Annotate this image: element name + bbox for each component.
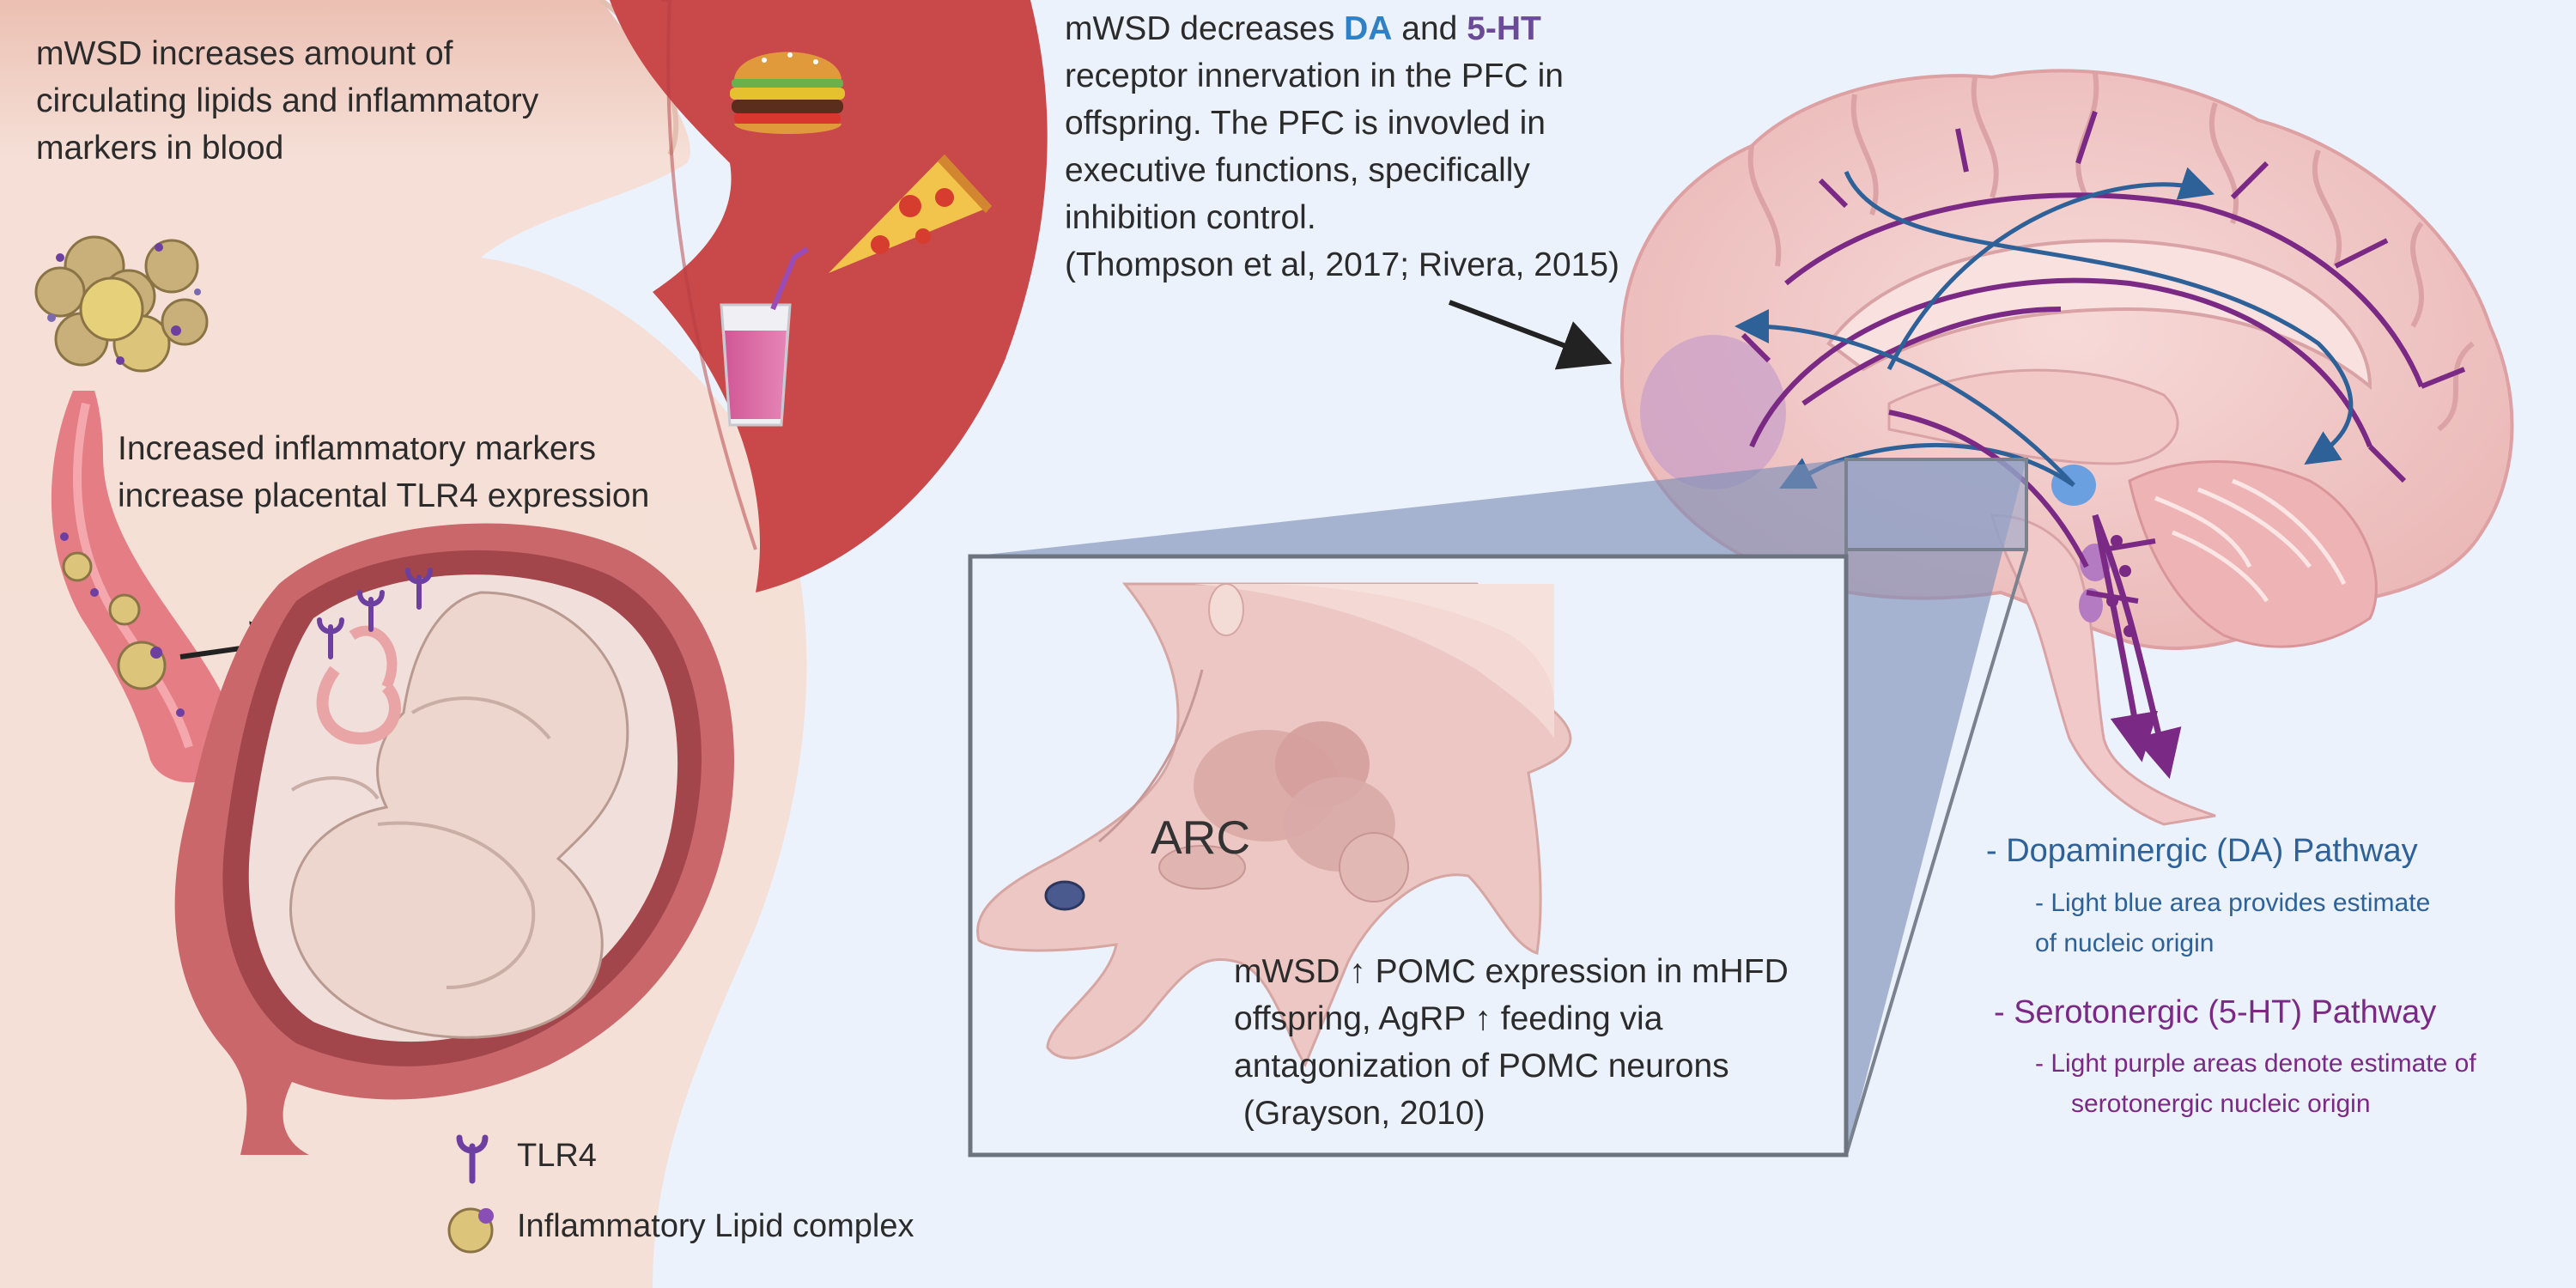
pomc-text: mWSD ↑ POMC expression in mHFD offspring… bbox=[1234, 953, 1789, 1132]
blood-vessel bbox=[51, 391, 235, 783]
placenta-tlr4-text: Increased inflammatory markers increase … bbox=[118, 430, 650, 514]
food-area bbox=[610, 0, 1048, 592]
lipid-cluster-icon bbox=[34, 235, 209, 373]
pfc-arrow bbox=[1448, 300, 1613, 370]
ht-pathway-desc: - Light purple areas denote estimate of … bbox=[2035, 1049, 2476, 1118]
legend-lipid-label: Inflammatory Lipid complex bbox=[517, 1208, 914, 1244]
arc-label: ARC bbox=[1151, 811, 1251, 864]
lipid-complex-icon bbox=[447, 1207, 494, 1254]
blood-lipids-text: mWSD increases amount of circulating lip… bbox=[36, 35, 539, 167]
fetus bbox=[289, 591, 629, 1039]
ht-pathway-title: - Serotonergic (5-HT) Pathway bbox=[1994, 994, 2437, 1030]
da-pathway-title: - Dopaminergic (DA) Pathway bbox=[1986, 833, 2418, 869]
pfc-text-line1: mWSD decreases DA and 5-HT bbox=[1065, 10, 1541, 47]
arc-nucleus-marker bbox=[1044, 880, 1085, 911]
legend-tlr4-label: TLR4 bbox=[517, 1138, 597, 1174]
legend-tlr4-icon bbox=[456, 1134, 489, 1184]
da-pathway-desc: - Light blue area provides estimate of n… bbox=[2035, 889, 2431, 957]
burger-icon bbox=[730, 52, 845, 134]
arc-inset bbox=[968, 554, 1849, 1157]
da-label: DA bbox=[1344, 10, 1393, 47]
smoothie-icon bbox=[720, 246, 809, 427]
tlr4-receptor-icon bbox=[317, 568, 433, 659]
ht-label: 5-HT bbox=[1467, 10, 1541, 47]
pizza-icon bbox=[829, 155, 992, 273]
pfc-text: mWSD decreases DA and 5-HT receptor inne… bbox=[1065, 5, 1619, 289]
pfc-region bbox=[1640, 335, 1786, 489]
